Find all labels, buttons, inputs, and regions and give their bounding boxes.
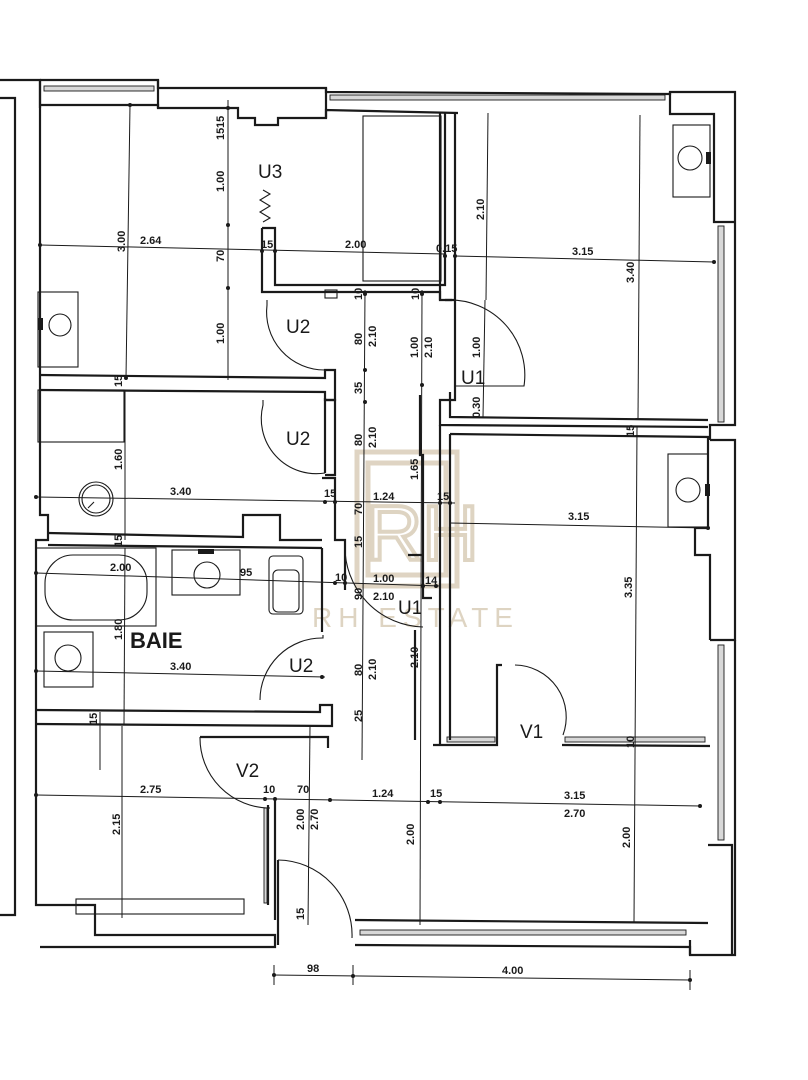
room-middle-left [37,389,347,590]
room-bottom-left [75,735,330,945]
dim-corr-210e: 2.10 [367,659,379,680]
dim-bath-width: 3.40 [170,661,191,673]
label-u2-top: U2 [286,317,310,338]
dim-corr-100b: 1.00 [373,573,394,585]
dim-u3-width: 2.00 [345,239,366,251]
dim-mid-right-height: 3.35 [623,577,635,598]
dim-corr-210f: 2.10 [409,647,421,668]
u3-closet [258,112,457,302]
dim-corr-80a: 80 [353,333,365,345]
dim-corr-14: 14 [425,575,438,587]
dim-u3-gap: 70 [215,250,227,262]
dim-corr-100a: 1.00 [409,337,421,358]
dim-corr-25: 25 [353,710,365,722]
dim-u1-door-width: 1.00 [471,337,483,358]
dim-top-left-width: 2.64 [140,235,162,247]
dim-corr-70: 70 [353,503,365,515]
dimension-lines [35,100,715,990]
dim-u3-wall: 15 [261,239,273,251]
dim-low-200a: 2.00 [295,809,307,830]
label-bathroom: BAIE [130,628,183,653]
label-u1-top: U1 [461,368,485,389]
dim-mid-left-width: 3.40 [170,486,191,498]
dim-top-right-h1: 2.10 [475,199,487,220]
dim-low-270a: 2.70 [309,809,321,830]
dim-mid-right-width: 3.15 [568,511,589,523]
dim-corr-210c: 2.10 [367,427,379,448]
dim-u3-h2: 1.00 [215,323,227,344]
door-swings [199,299,567,939]
dim-corr-10c: 10 [335,572,347,584]
dim-corr-165: 1.65 [409,459,421,480]
dim-v1-wall: 10 [625,736,637,748]
dim-corr-35: 35 [353,382,365,394]
dim-low-270b: 2.70 [564,808,585,820]
label-u3: U3 [258,162,282,183]
dim-corr-210b: 2.10 [423,337,435,358]
dim-bottom-400: 4.00 [502,965,523,977]
dim-corr-15c: 15 [353,536,365,548]
dimension-labels-vertical: 3.00 15 15 1.00 70 1.00 2.10 3.40 10 10 … [88,116,637,920]
dim-corr-80c: 80 [353,664,365,676]
dim-corr-10b: 10 [410,288,422,300]
dim-low-10: 10 [263,784,275,796]
dim-low-200b: 2.00 [405,824,417,845]
dim-corr-10a: 10 [353,288,365,300]
dim-u3-h1: 1.00 [215,171,227,192]
label-v1: V1 [520,722,543,743]
dim-bath-height: 1.80 [113,619,125,640]
dimension-labels-horizontal: 2.64 15 2.00 0.15 3.15 3.40 15 1.24 15 3… [110,235,593,977]
dim-u1-gap: 0.30 [471,397,483,418]
dim-wall-15-right: 15 [625,425,637,437]
dim-u3-d2: 15 [215,128,227,140]
label-u2-mid: U2 [286,429,310,450]
dim-low-315: 3.15 [564,790,585,802]
dim-bottom-98: 98 [307,963,319,975]
dim-u3-wall2: 0.15 [436,243,457,255]
label-u2-low: U2 [289,656,313,677]
dim-corr-90: 90 [353,588,365,600]
dim-low-left-wall: 15 [88,713,100,725]
room-labels: U3 U2 U2 U2 U1 U1 V1 V2 BAIE [130,162,543,782]
dim-mid-left-wall: 15 [113,375,125,387]
dim-low-15: 15 [430,788,442,800]
dim-u3-d1: 15 [215,116,227,128]
dim-corr-210a: 2.10 [367,326,379,347]
dim-mid-left-height: 1.60 [113,449,125,470]
watermark-text: RH ESTATE [312,602,519,633]
dim-bath-wall: 15 [113,535,125,547]
dim-low-124: 1.24 [372,788,394,800]
dim-corr-210d: 2.10 [373,591,394,603]
dim-bath-tub-width: 2.00 [110,562,131,574]
dim-corr-15a: 15 [324,488,336,500]
dim-top-left-height: 3.00 [116,231,128,252]
label-v2: V2 [236,761,259,782]
dim-low-left-width: 2.75 [140,784,161,796]
room-middle-right [448,432,712,740]
room-bathroom [35,547,334,728]
dim-bath-95: 95 [240,567,252,579]
room-top-left [37,291,337,402]
room-top-right [438,124,711,429]
dim-low-left-height: 2.15 [111,814,123,835]
walls [0,78,737,957]
dim-low-200c: 2.00 [621,827,633,848]
dim-corr-124: 1.24 [373,491,395,503]
dim-corr-80b: 80 [353,434,365,446]
dim-entry-15: 15 [295,908,307,920]
dim-top-right-height: 3.40 [625,262,637,283]
dim-top-right-width: 3.15 [572,246,593,258]
dim-low-70: 70 [297,784,309,796]
label-u1-mid: U1 [398,598,422,619]
dim-corr-15b: 15 [437,491,449,503]
dimension-ticks [34,103,716,982]
